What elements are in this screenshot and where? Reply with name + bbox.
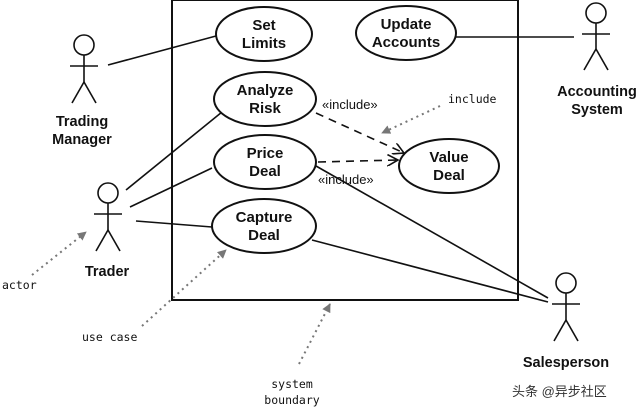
association-trader-price-deal bbox=[129, 167, 213, 208]
use-case-label-line: Update bbox=[381, 16, 432, 33]
use-case-set-limits[interactable]: Set Limits bbox=[215, 6, 313, 62]
association-manager-set-limits bbox=[107, 35, 217, 66]
note-system-boundary-line: system bbox=[271, 377, 313, 391]
use-case-label-line: Deal bbox=[248, 227, 280, 244]
use-case-label-line: Risk bbox=[249, 100, 281, 117]
include-label-2: «include» bbox=[318, 172, 374, 187]
note-arrow-system-boundary bbox=[298, 303, 331, 365]
association-lines bbox=[107, 35, 574, 303]
watermark: 头条 @异步社区 bbox=[512, 384, 607, 399]
use-case-label-line: Limits bbox=[242, 35, 286, 52]
use-case-label-line: Deal bbox=[249, 163, 281, 180]
actor-label-line: Accounting bbox=[557, 84, 637, 100]
association-trader-analyze-risk bbox=[125, 111, 223, 191]
note-system-boundary-line: boundary bbox=[264, 393, 319, 407]
note-use-case: use case bbox=[82, 330, 137, 344]
association-price-deal-salesperson bbox=[315, 165, 549, 299]
actor-label-line: Trading bbox=[56, 114, 108, 130]
use-case-label-line: Deal bbox=[433, 167, 465, 184]
use-case-label-line: Analyze bbox=[237, 82, 294, 99]
include-arrow-analyze-risk bbox=[315, 112, 404, 153]
note-include: include bbox=[448, 92, 497, 106]
use-case-label-line: Price bbox=[247, 145, 284, 162]
association-capture-deal-salesperson bbox=[311, 239, 549, 303]
include-label-1: «include» bbox=[322, 97, 378, 112]
use-case-label-line: Value bbox=[429, 149, 468, 166]
use-case-update-accounts[interactable]: Update Accounts bbox=[355, 5, 457, 61]
use-case-value-deal[interactable]: Value Deal bbox=[398, 138, 500, 194]
use-case-label-line: Capture bbox=[236, 209, 293, 226]
actor-trading-manager[interactable] bbox=[70, 34, 98, 104]
system-boundary-box bbox=[171, 0, 519, 301]
use-case-analyze-risk[interactable]: Analyze Risk bbox=[213, 71, 317, 127]
actor-label-line: Manager bbox=[52, 132, 112, 148]
use-case-price-deal[interactable]: Price Deal bbox=[213, 134, 317, 190]
include-arrow-price-deal bbox=[317, 160, 398, 162]
actor-accounting-system[interactable] bbox=[582, 2, 610, 71]
use-case-capture-deal[interactable]: Capture Deal bbox=[211, 198, 317, 254]
note-arrow-actor bbox=[31, 231, 87, 276]
actor-label-line: Salesperson bbox=[523, 355, 609, 371]
actor-trader[interactable] bbox=[94, 182, 122, 252]
actor-label-line: System bbox=[571, 102, 623, 118]
use-case-label-line: Set bbox=[252, 17, 275, 34]
use-case-label-line: Accounts bbox=[372, 34, 440, 51]
note-arrow-include bbox=[381, 105, 441, 134]
note-actor: actor bbox=[2, 278, 37, 292]
annotation-arrows bbox=[31, 105, 441, 365]
note-arrow-use-case bbox=[141, 249, 227, 327]
association-trader-capture-deal bbox=[135, 220, 213, 228]
actor-salesperson[interactable] bbox=[552, 272, 580, 342]
include-dependencies: «include» «include» bbox=[315, 97, 404, 187]
actor-label-line: Trader bbox=[85, 264, 130, 280]
